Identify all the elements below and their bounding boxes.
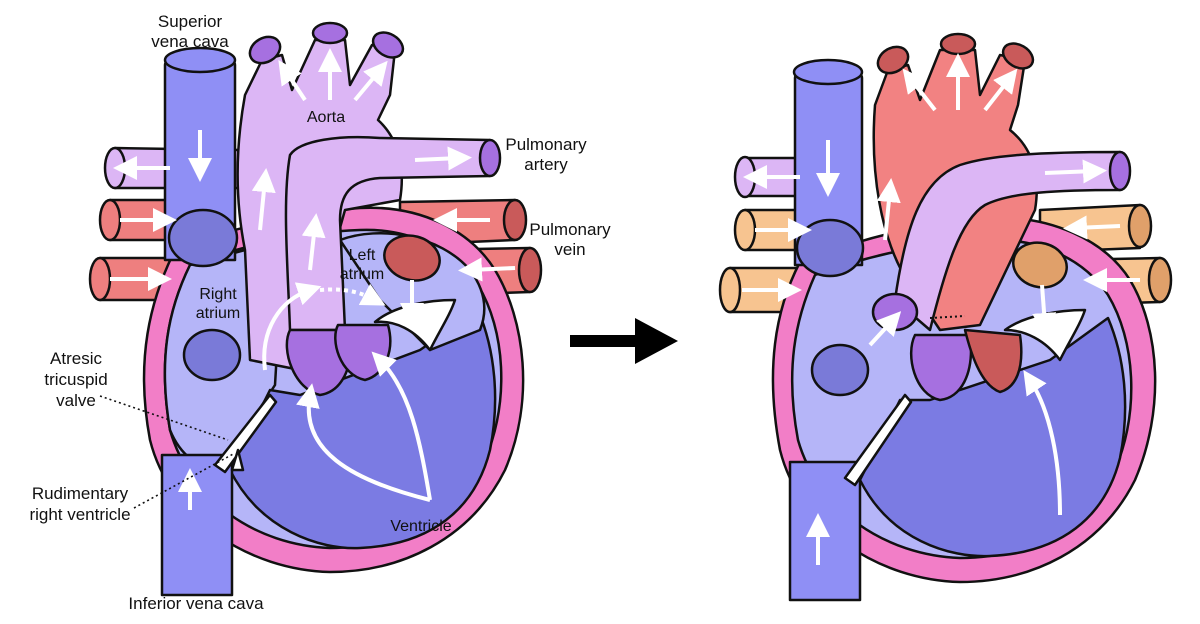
- label-tricuspid: tricuspid: [44, 370, 107, 389]
- label-left-atrium: Left: [349, 247, 376, 264]
- svc-after-opening: [795, 218, 865, 278]
- label-right-atrium: Right: [199, 286, 237, 303]
- label-pulmonary-vein-2: vein: [554, 240, 585, 259]
- ivc-opening: [182, 328, 242, 382]
- flow-arrows-before: [110, 48, 516, 510]
- leader-lines: [99, 395, 236, 509]
- pulmonary-artery-trunk: [284, 135, 492, 332]
- inferior-vena-cava: [160, 453, 234, 597]
- label-inferior-vena-cava: Inferior vena cava: [128, 594, 264, 613]
- ivc-after: [788, 460, 862, 602]
- septum-after: [843, 393, 913, 487]
- glenn-shunt: [871, 292, 919, 332]
- label-left-atrium-2: atrium: [340, 266, 384, 283]
- label-atresic: Atresic: [50, 349, 102, 368]
- lpv-opening: [383, 234, 441, 282]
- label-pulmonary-artery-2: artery: [524, 155, 568, 174]
- label-right-atrium-2: atrium: [196, 305, 240, 322]
- lpv-after-opening: [1012, 241, 1068, 289]
- label-rudimentary: Rudimentary: [32, 484, 129, 503]
- label-superior-vena-cava: Superior: [158, 12, 223, 31]
- rudimentary-rv: [230, 448, 245, 472]
- septum: [213, 393, 278, 474]
- pulmonic-valve-after: [910, 333, 973, 402]
- label-pulmonary-vein: Pulmonary: [529, 220, 611, 239]
- aortic-valve-after: [963, 328, 1023, 394]
- transition-arrow: [570, 318, 678, 364]
- labels: Superior vena cava Aorta Pulmonary arter…: [29, 12, 611, 613]
- label-valve: valve: [56, 391, 96, 410]
- label-aorta: Aorta: [307, 109, 345, 126]
- ivc-after-opening: [810, 343, 870, 397]
- suture: [929, 315, 966, 319]
- label-ventricle: Ventricle: [390, 518, 451, 535]
- label-superior-vena-cava-2: vena cava: [151, 32, 229, 51]
- label-right-ventricle: right ventricle: [29, 505, 130, 524]
- flow-arrows-after: [742, 53, 1140, 565]
- heart-after: [718, 32, 1173, 602]
- label-pulmonary-artery: Pulmonary: [505, 135, 587, 154]
- svc-opening: [167, 208, 239, 268]
